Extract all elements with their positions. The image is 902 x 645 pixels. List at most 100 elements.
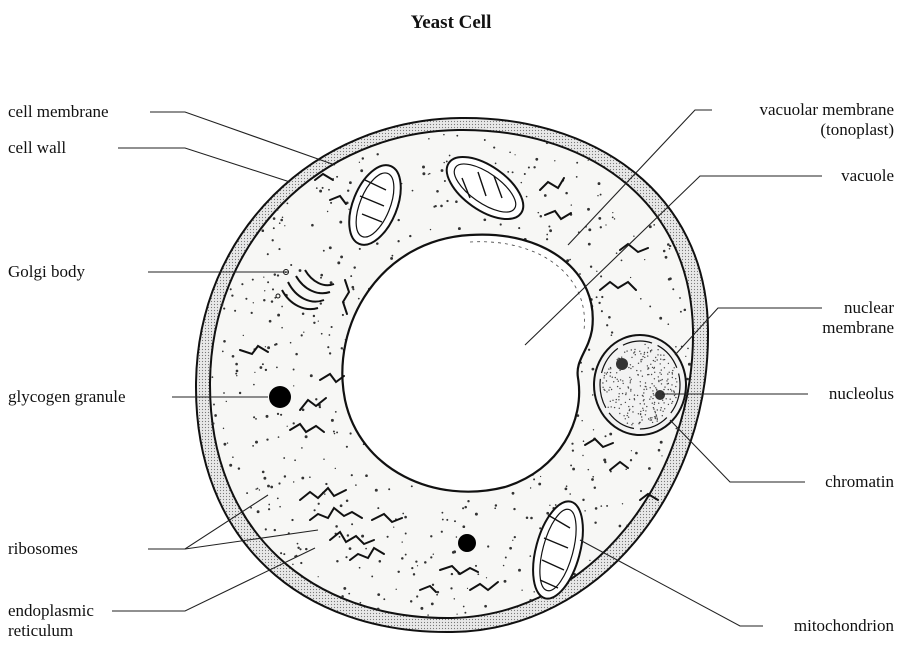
ribosome-dot (286, 137, 289, 140)
ribosome-dot (538, 483, 541, 486)
ribosome-dot (320, 138, 322, 140)
chromatin-dot (603, 377, 604, 378)
ribosome-dot (255, 600, 258, 603)
chromatin-dot (631, 349, 632, 350)
chromatin-dot (664, 386, 665, 387)
chromatin-dot (630, 390, 631, 391)
ribosome-dot (604, 461, 606, 463)
ribosome-dot (336, 176, 338, 178)
ribosome-dot (655, 599, 656, 600)
ribosome-dot (446, 200, 448, 202)
ribosome-dot (591, 478, 594, 481)
chromatin-dot (631, 357, 632, 358)
ribosome-dot (284, 225, 285, 226)
ribosome-dot (336, 138, 339, 141)
chromatin-dot (673, 390, 674, 391)
ribosome-dot (277, 274, 279, 276)
ribosome-dot (247, 559, 249, 561)
ribosome-dot (454, 598, 455, 599)
ribosome-dot (257, 488, 259, 490)
ribosome-dot (598, 302, 600, 304)
ribosome-dot (227, 442, 228, 443)
chromatin-dot (612, 377, 613, 378)
ribosome-dot (287, 426, 288, 427)
ribosome-dot (592, 394, 593, 395)
chromatin-dot (648, 367, 649, 368)
chromatin-dot (631, 379, 632, 380)
ribosome-dot (606, 612, 609, 615)
ribosome-dot (593, 429, 594, 430)
label-cell-wall: cell wall (8, 138, 66, 158)
ribosome-dot (622, 503, 623, 504)
ribosome-dot (694, 201, 696, 203)
ribosome-dot (402, 513, 404, 515)
ribosome-dot (365, 474, 368, 477)
ribosome-dot (585, 603, 587, 605)
chromatin-dot (610, 375, 611, 376)
chromatin-dot (647, 352, 648, 353)
ribosome-dot (631, 557, 633, 559)
ribosome-dot (234, 310, 236, 312)
chromatin-dot (618, 396, 619, 397)
ribosome-dot (328, 189, 330, 191)
ribosome-dot (305, 435, 308, 438)
chromatin-dot (637, 395, 638, 396)
ribosome-dot (229, 190, 231, 192)
ribosome-dot (544, 194, 547, 197)
ribosome-dot (335, 468, 336, 469)
ribosome-dot (688, 494, 691, 497)
ribosome-dot (631, 450, 632, 451)
ribosome-dot (688, 363, 691, 366)
ribosome-dot (409, 235, 411, 237)
ribosome-dot (449, 155, 451, 157)
ribosome-dot (275, 343, 277, 345)
chromatin-dot (653, 395, 654, 396)
ribosome-dot (614, 152, 617, 155)
ribosome-dot (252, 279, 254, 281)
ribosome-dot (305, 548, 307, 550)
ribosome-dot (413, 573, 415, 575)
chromatin-dot (612, 400, 613, 401)
ribosome-dot (665, 256, 668, 259)
ribosome-dot (302, 312, 305, 315)
chromatin-dot (613, 381, 614, 382)
chromatin-dot (672, 372, 673, 373)
ribosome-dot (263, 477, 266, 480)
ribosome-dot (612, 212, 613, 213)
ribosome-dot (462, 507, 464, 509)
chromatin-dot (628, 406, 629, 407)
chromatin-dot (632, 411, 633, 412)
ribosome-dot (626, 525, 627, 526)
ribosome-dot (229, 464, 232, 467)
ribosome-dot (223, 340, 226, 343)
chromatin-dot (671, 403, 672, 404)
ribosome-dot (339, 536, 341, 538)
chromatin-dot (666, 380, 667, 381)
ribosome-dot (415, 560, 417, 562)
ribosome-dot (249, 139, 251, 141)
label-nucleolus: nucleolus (829, 384, 894, 404)
chromatin-dot (630, 389, 631, 390)
chromatin-dot (654, 411, 655, 412)
ribosome-dot (583, 440, 585, 442)
ribosome-dot (362, 157, 364, 159)
ribosome-dot (693, 237, 695, 239)
ribosome-dot (588, 160, 589, 161)
ribosome-dot (623, 574, 626, 577)
ribosome-dot (371, 575, 373, 577)
chromatin-dot (652, 390, 653, 391)
ribosome-dot (223, 392, 225, 394)
chromatin-dot (619, 388, 620, 389)
ribosome-dot (219, 612, 221, 614)
ribosome-dot (262, 583, 264, 585)
chromatin-dot (670, 389, 671, 390)
ribosome-dot (218, 219, 220, 221)
chromatin-dot (618, 381, 619, 382)
chromatin-dot (651, 383, 652, 384)
ribosome-dot (375, 489, 378, 492)
chromatin-dot (657, 419, 658, 420)
ribosome-dot (220, 604, 222, 606)
ribosome-dot (349, 181, 352, 184)
chromatin-dot (661, 374, 662, 375)
ribosome-dot (297, 543, 299, 545)
